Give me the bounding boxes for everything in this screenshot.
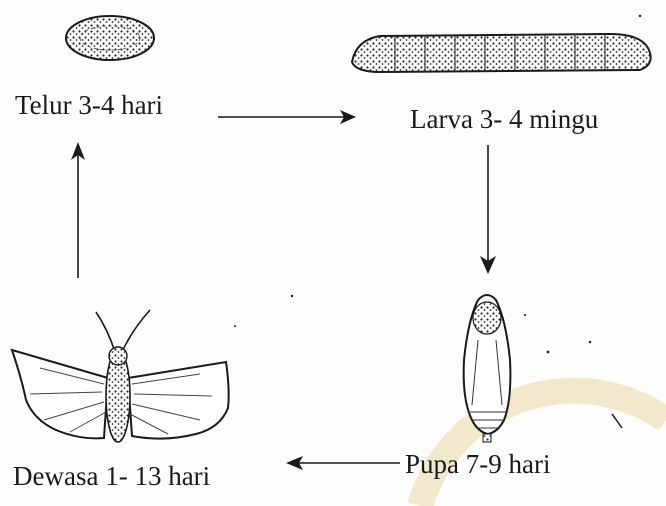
- arrow-adult-to-egg: [71, 142, 85, 278]
- egg-stage-label: Telur 3-4 hari: [15, 92, 163, 119]
- adult-stage-label: Dewasa 1- 13 hari: [13, 463, 210, 490]
- caterpillar-icon: [352, 34, 651, 72]
- arrow-egg-to-larva: [218, 110, 356, 124]
- pupa-stage-label: Pupa 7-9 hari: [405, 451, 550, 478]
- egg-icon: [66, 16, 154, 60]
- larva-stage-label: Larva 3- 4 mingu: [410, 106, 598, 133]
- scan-specks: [234, 15, 641, 428]
- arrow-larva-to-pupa: [480, 145, 496, 274]
- arrow-pupa-to-adult: [286, 456, 400, 470]
- moth-icon: [12, 310, 229, 442]
